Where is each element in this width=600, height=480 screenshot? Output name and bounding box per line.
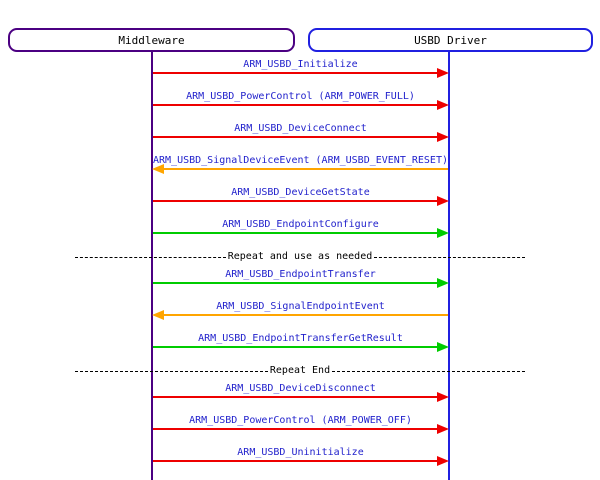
arrowhead-right-icon — [437, 424, 449, 434]
divider-row: Repeat End — [75, 363, 525, 379]
arrowhead-right-icon — [437, 278, 449, 288]
message-row: ARM_USBD_EndpointConfigure — [153, 214, 449, 238]
message-label: ARM_USBD_DeviceConnect — [234, 123, 367, 134]
arrowhead-right-icon — [437, 196, 449, 206]
message-arrow-line — [153, 396, 439, 398]
message-label: ARM_USBD_SignalEndpointEvent — [216, 301, 385, 312]
actor-label-middleware: Middleware — [118, 33, 185, 47]
message-label: ARM_USBD_Uninitialize — [237, 447, 364, 458]
message-label: ARM_USBD_PowerControl (ARM_POWER_FULL) — [186, 91, 415, 102]
message-arrow-line — [153, 460, 439, 462]
arrowhead-right-icon — [437, 100, 449, 110]
message-row: ARM_USBD_DeviceGetState — [153, 182, 449, 206]
message-arrow-line — [153, 282, 439, 284]
arrowhead-right-icon — [437, 68, 449, 78]
arrowhead-right-icon — [437, 456, 449, 466]
actor-box-middleware: Middleware — [8, 28, 295, 52]
message-label: ARM_USBD_Initialize — [243, 59, 358, 70]
message-arrow-line — [153, 104, 439, 106]
message-row: ARM_USBD_DeviceConnect — [153, 118, 449, 142]
divider-label: Repeat End — [269, 365, 331, 376]
message-label: ARM_USBD_EndpointTransfer — [225, 269, 376, 280]
message-label: ARM_USBD_DeviceGetState — [231, 187, 370, 198]
message-label: ARM_USBD_PowerControl (ARM_POWER_OFF) — [189, 415, 412, 426]
message-arrow-line — [153, 136, 439, 138]
message-arrow-line — [153, 72, 439, 74]
message-row: ARM_USBD_EndpointTransfer — [153, 264, 449, 288]
message-row: ARM_USBD_SignalDeviceEvent (ARM_USBD_EVE… — [152, 150, 448, 174]
message-label: ARM_USBD_DeviceDisconnect — [225, 383, 376, 394]
message-label: ARM_USBD_SignalDeviceEvent (ARM_USBD_EVE… — [152, 155, 448, 166]
message-label: ARM_USBD_EndpointConfigure — [222, 219, 379, 230]
arrowhead-left-icon — [152, 310, 164, 320]
message-arrow-line — [153, 428, 439, 430]
message-row: ARM_USBD_EndpointTransferGetResult — [153, 328, 449, 352]
message-row: ARM_USBD_SignalEndpointEvent — [152, 296, 448, 320]
message-label: ARM_USBD_EndpointTransferGetResult — [198, 333, 403, 344]
actor-box-usbd-driver: USBD Driver — [308, 28, 593, 52]
lifeline-usbd-driver — [448, 50, 450, 480]
arrowhead-right-icon — [437, 392, 449, 402]
message-row: ARM_USBD_PowerControl (ARM_POWER_OFF) — [153, 410, 449, 434]
message-arrow-line — [153, 232, 439, 234]
divider-label: Repeat and use as needed — [227, 251, 373, 262]
lifeline-middleware — [151, 50, 153, 480]
arrowhead-right-icon — [437, 132, 449, 142]
message-row: ARM_USBD_DeviceDisconnect — [153, 378, 449, 402]
message-row: ARM_USBD_Uninitialize — [153, 442, 449, 466]
message-arrow-line — [162, 168, 448, 170]
message-row: ARM_USBD_PowerControl (ARM_POWER_FULL) — [153, 86, 449, 110]
arrowhead-right-icon — [437, 342, 449, 352]
actor-label-usbd-driver: USBD Driver — [414, 33, 487, 47]
message-row: ARM_USBD_Initialize — [153, 54, 449, 78]
message-arrow-line — [153, 200, 439, 202]
arrowhead-right-icon — [437, 228, 449, 238]
message-arrow-line — [153, 346, 439, 348]
arrowhead-left-icon — [152, 164, 164, 174]
divider-row: Repeat and use as needed — [75, 249, 525, 265]
message-arrow-line — [162, 314, 448, 316]
